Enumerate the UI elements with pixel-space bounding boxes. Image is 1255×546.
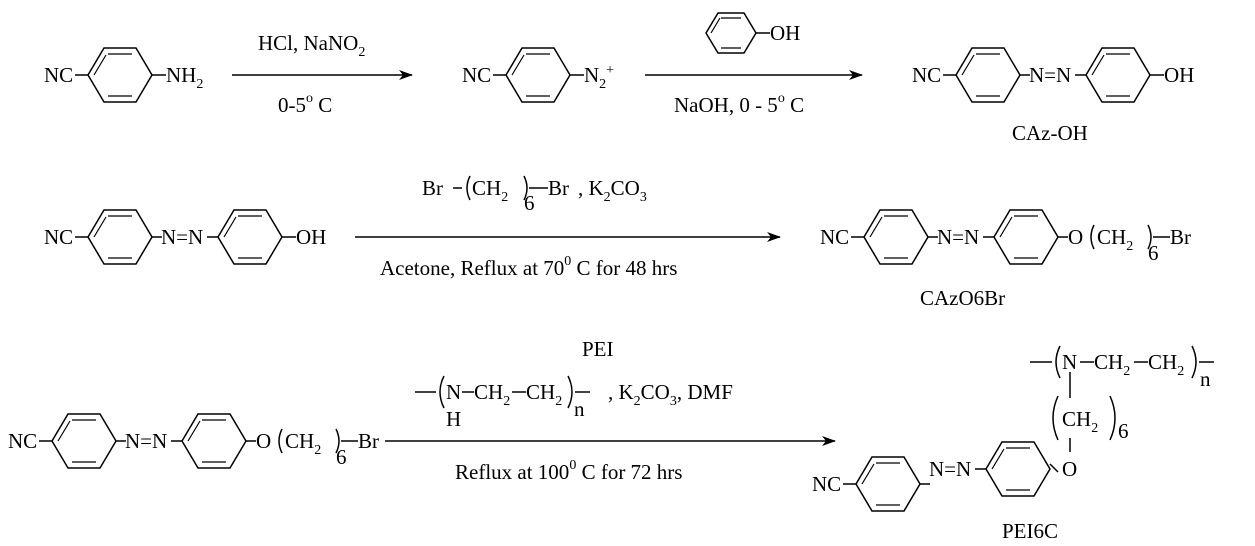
nitrile-label: NC — [44, 63, 73, 87]
reactant-cazo6br: NC N=N O CH2 6 Br — [8, 413, 379, 469]
svg-text:CH2: CH2 — [472, 176, 508, 205]
benzene-ring — [993, 209, 1059, 265]
bromo-label: Br — [1170, 225, 1191, 249]
azo-label: N=N — [161, 225, 203, 249]
reagent-k2co3-dmf: , K2CO3, DMF — [608, 380, 733, 409]
svg-text:CH2: CH2 — [474, 380, 510, 409]
compound-name: CAz-OH — [1012, 121, 1088, 145]
benzene-ring — [51, 413, 117, 469]
nitrile-label: NC — [8, 429, 37, 453]
product-caz-oh: NC N=N OH CAz-OH — [912, 47, 1194, 145]
diazonium-salt: NC N2+ — [462, 47, 614, 103]
diazonium-label: N2+ — [584, 63, 614, 92]
reaction-step-diazotization: HCl, NaNO2 0-5o C — [232, 31, 413, 117]
hydroxyl-label: OH — [1164, 63, 1194, 87]
nitrile-label: NC — [820, 225, 849, 249]
reactant-caz-oh: NC N=N OH — [44, 209, 326, 265]
condition-naoh: NaOH, 0 - 5o C — [674, 91, 804, 117]
repeat-count: 6 — [336, 445, 347, 469]
backbone-nitrogen: N — [1062, 350, 1077, 374]
reaction-step-alkylation: Br CH2 6 Br , K2CO3 Acetone, Reflux at 7… — [355, 175, 781, 280]
condition-reflux: Reflux at 1000 C for 72 hrs — [455, 458, 682, 484]
reagent-k2co3: , K2CO3 — [578, 176, 647, 205]
side-repeat: 6 — [1118, 419, 1129, 443]
benzene-ring — [863, 209, 929, 265]
amine-label: NH2 — [166, 63, 203, 92]
benzene-ring — [1085, 47, 1151, 103]
reagent-pei: N H CH2 CH2 n , K2CO3, DMF — [415, 375, 733, 431]
hydroxyl-label: OH — [296, 225, 326, 249]
phenol: OH — [705, 12, 800, 54]
ether-label: O — [256, 429, 271, 453]
chain-label: CH2 — [1097, 225, 1133, 254]
svg-text:N: N — [446, 380, 461, 404]
nitrile-label: NC — [44, 225, 73, 249]
repeat-count: 6 — [1148, 241, 1159, 265]
nitrile-label: NC — [812, 472, 841, 496]
condition-reflux: Acetone, Reflux at 700 C for 48 hrs — [380, 254, 677, 280]
ether-label: O — [1068, 225, 1083, 249]
benzene-ring — [181, 413, 247, 469]
benzene-ring — [955, 47, 1021, 103]
bromo-label: Br — [358, 429, 379, 453]
condition-temperature: 0-5o C — [278, 91, 332, 117]
polymer-name: PEI — [582, 337, 614, 361]
compound-name: CAzO6Br — [920, 286, 1005, 310]
svg-text:n: n — [574, 397, 585, 421]
svg-text:CH2: CH2 — [526, 380, 562, 409]
reaction-step-coupling: OH NaOH, 0 - 5o C — [645, 12, 863, 117]
ether-label: O — [1062, 457, 1077, 481]
azo-label: N=N — [937, 225, 979, 249]
compound-name: PEI6C — [1002, 519, 1058, 543]
azo-label: N=N — [1029, 63, 1071, 87]
side-chain-label: CH2 — [1062, 407, 1098, 436]
benzene-ring — [87, 47, 153, 103]
svg-text:Br: Br — [548, 176, 569, 200]
repeat-n: n — [1200, 367, 1211, 391]
benzene-ring — [985, 441, 1051, 497]
svg-text:H: H — [446, 407, 461, 431]
reaction-step-grafting: PEI N H CH2 CH2 n , K2CO3, DMF Reflux at… — [385, 337, 836, 484]
product-cazo6br: NC N=N O CH2 6 Br CAzO6Br — [820, 209, 1191, 310]
benzene-ring — [87, 209, 153, 265]
svg-text:Br: Br — [422, 176, 443, 200]
svg-text:CH2: CH2 — [1148, 350, 1184, 379]
aminobenzonitrile: NC NH2 — [44, 47, 203, 103]
benzene-ring — [217, 209, 283, 265]
hydroxyl-label: OH — [770, 21, 800, 45]
benzene-ring — [505, 47, 571, 103]
chain-label: CH2 — [285, 429, 321, 458]
reagent-dibromohexane: Br CH2 6 Br , K2CO3 — [422, 175, 647, 215]
reagent-hcl-nano2: HCl, NaNO2 — [258, 31, 365, 60]
product-pei6c: N CH2 CH2 n CH2 6 O NC N=N — [812, 345, 1214, 543]
azo-label: N=N — [929, 457, 971, 481]
benzene-ring — [855, 456, 921, 512]
svg-text:CH2: CH2 — [1094, 350, 1130, 379]
nitrile-label: NC — [462, 63, 491, 87]
azo-label: N=N — [125, 429, 167, 453]
nitrile-label: NC — [912, 63, 941, 87]
svg-text:6: 6 — [524, 191, 535, 215]
